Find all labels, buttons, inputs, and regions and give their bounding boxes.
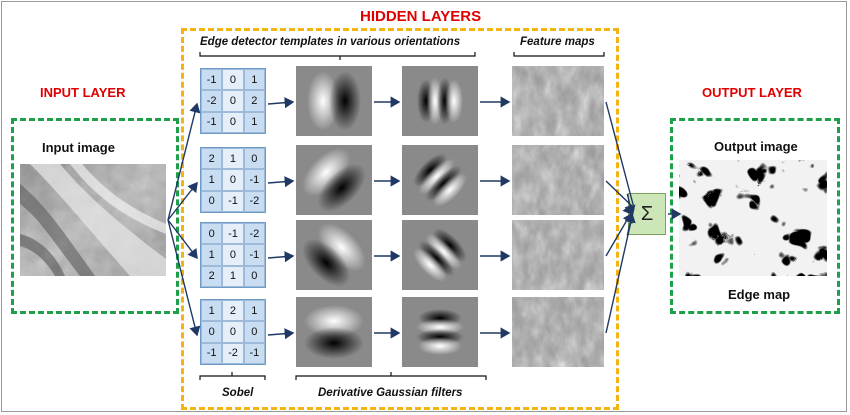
flow-arrow — [167, 102, 201, 221]
input-layer-title: INPUT LAYER — [40, 85, 126, 100]
flow-arrow — [167, 181, 198, 221]
kernel-cell: 0 — [222, 111, 244, 133]
feature-map — [512, 66, 604, 136]
kernel-cell: 0 — [222, 321, 244, 343]
sobel-brace — [199, 372, 266, 380]
kernel-cell: 0 — [201, 223, 223, 245]
kernel-cell: 0 — [243, 148, 265, 170]
flow-arrow — [167, 219, 201, 337]
kernel-cell: -1 — [243, 342, 265, 364]
kernel-cell: 1 — [222, 148, 244, 170]
kernel-cell: -2 — [222, 342, 244, 364]
output-image — [679, 160, 827, 276]
feature-map — [512, 220, 604, 290]
flow-arrow — [267, 328, 295, 340]
kernel-cell: -1 — [222, 190, 244, 212]
flow-line — [605, 207, 635, 257]
flow-line — [605, 101, 635, 209]
kernel-cell: -2 — [201, 90, 223, 112]
kernel-cell: -1 — [201, 69, 223, 91]
kernel-cell: 2 — [201, 265, 223, 287]
kernel-cell: 2 — [201, 148, 223, 170]
kernel-cell: 2 — [222, 300, 244, 322]
kernel-cell: 1 — [243, 300, 265, 322]
output-layer-title: OUTPUT LAYER — [702, 85, 802, 100]
flow-arrow — [167, 219, 198, 260]
kernel-cell: 0 — [222, 69, 244, 91]
first-derivative-filter — [296, 66, 372, 136]
kernel-cell: 0 — [243, 265, 265, 287]
feature-map — [512, 145, 604, 215]
flow-arrow — [267, 251, 295, 263]
second-derivative-filter — [402, 220, 478, 290]
kernel-cell: -1 — [243, 244, 265, 266]
flow-arrow — [267, 97, 295, 109]
feature-map — [512, 297, 604, 367]
sobel-label: Sobel — [222, 387, 254, 399]
output-layer-box — [670, 118, 840, 314]
hidden-layers-box — [181, 28, 619, 410]
kernel-cell: -1 — [201, 111, 223, 133]
second-derivative-filter — [402, 297, 478, 367]
input-image-label: Input image — [42, 140, 115, 155]
flow-arrow — [624, 212, 636, 236]
kernel-cell: 1 — [201, 169, 223, 191]
kernel-cell: 1 — [243, 69, 265, 91]
gaussian-brace — [295, 372, 487, 380]
kernel-cell: 1 — [201, 244, 223, 266]
hidden-layers-title: HIDDEN LAYERS — [360, 8, 482, 25]
kernel-cell: 1 — [243, 111, 265, 133]
kernel-cell: -1 — [222, 223, 244, 245]
gaussian-label: Derivative Gaussian filters — [318, 387, 463, 399]
kernel-cell: -1 — [243, 169, 265, 191]
kernel-cell: -2 — [243, 223, 265, 245]
second-derivative-filter — [402, 145, 478, 215]
sum-symbol: Σ — [640, 202, 654, 225]
kernel-cell: 0 — [222, 244, 244, 266]
kernel-cell: 1 — [201, 300, 223, 322]
kernel-cell: 0 — [243, 321, 265, 343]
kernel-cell: 2 — [243, 90, 265, 112]
edge-templates-label: Edge detector templates in various orien… — [200, 36, 461, 48]
kernel-cell: 1 — [222, 265, 244, 287]
flow-arrow — [267, 176, 295, 188]
kernel-cell: 0 — [222, 169, 244, 191]
second-derivative-filter — [402, 66, 478, 136]
kernel-cell: 0 — [222, 90, 244, 112]
edge-map-label: Edge map — [728, 287, 791, 302]
input-layer-box — [11, 118, 179, 314]
kernel-cell: -2 — [243, 190, 265, 212]
kernel-cell: 0 — [201, 190, 223, 212]
output-image-label: Output image — [714, 139, 798, 154]
input-image — [20, 164, 166, 276]
feature-maps-label: Feature maps — [520, 36, 595, 48]
first-derivative-filter — [296, 220, 372, 290]
kernel-cell: -1 — [201, 342, 223, 364]
first-derivative-filter — [296, 297, 372, 367]
first-derivative-filter — [296, 145, 372, 215]
kernel-cell: 0 — [201, 321, 223, 343]
top-brace — [199, 52, 476, 60]
feature-brace — [513, 52, 605, 57]
